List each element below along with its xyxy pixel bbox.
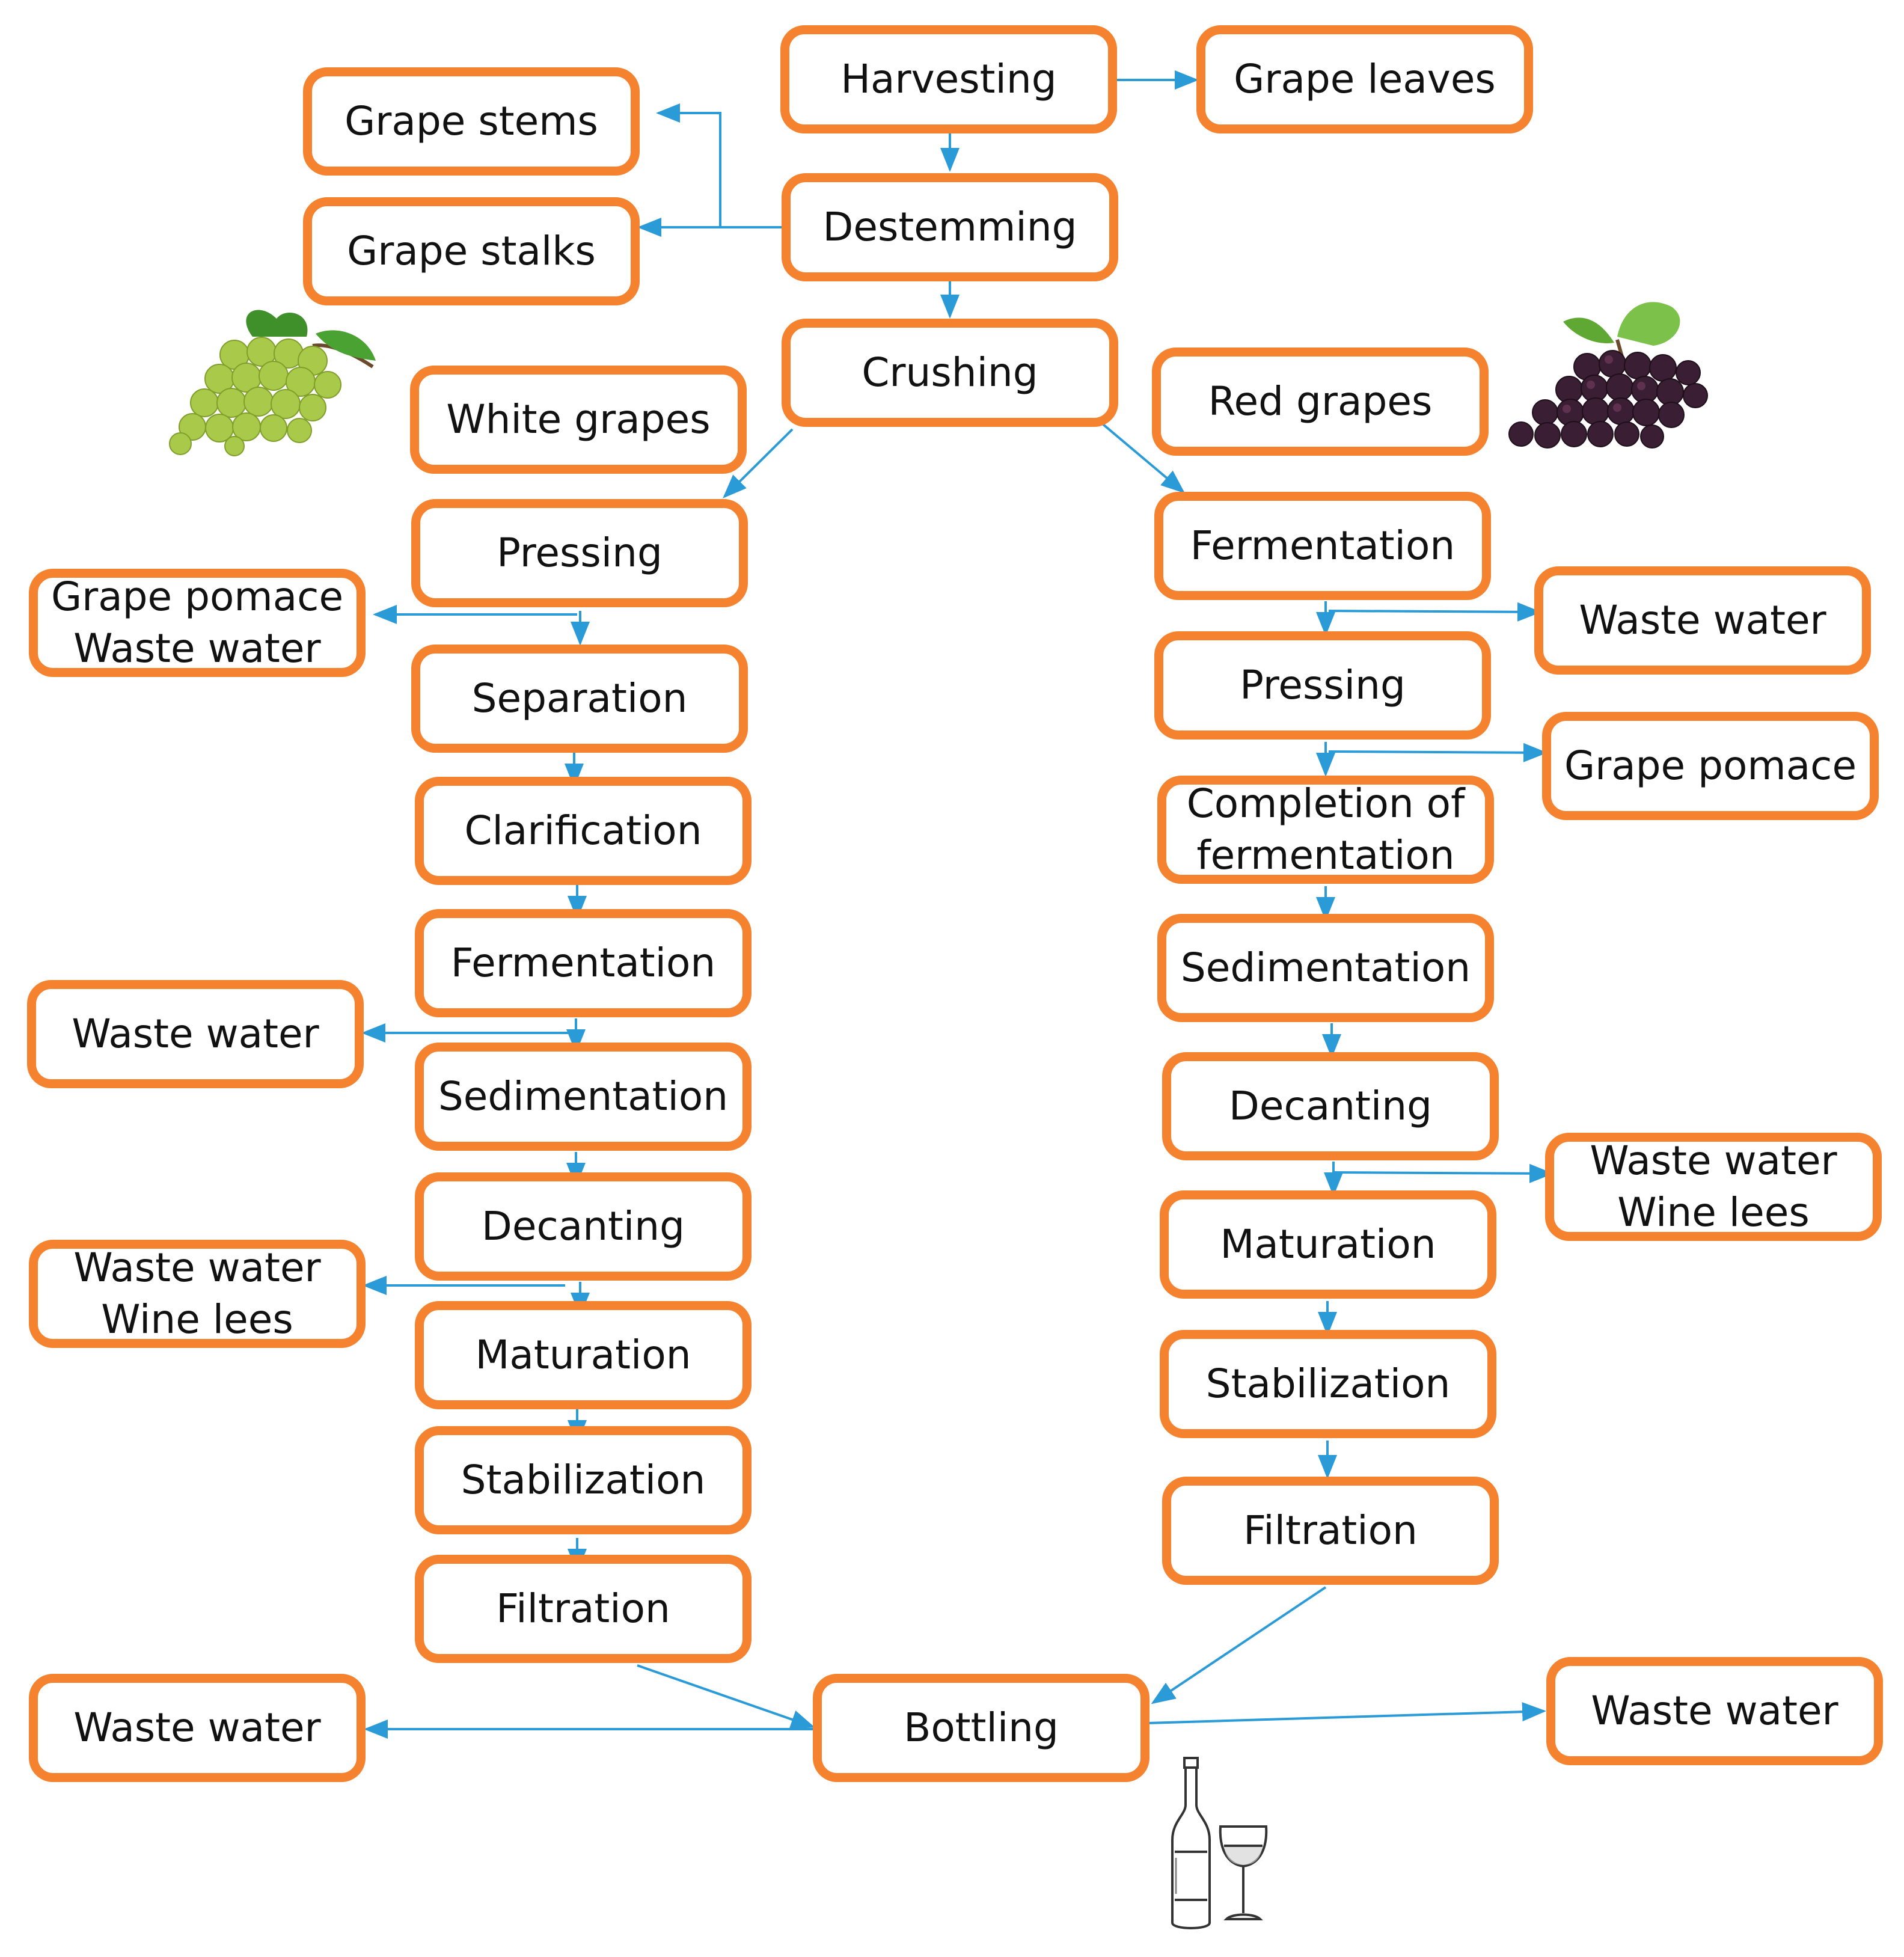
- node-w-stabilization: Stabilization: [415, 1426, 751, 1534]
- arrow-r-filtration-to-bottling: [1151, 1586, 1327, 1704]
- node-r-stabilization: Stabilization: [1160, 1330, 1496, 1438]
- node-r-decanting: Decanting: [1162, 1052, 1499, 1160]
- node-w-waste-water-1: Waste water: [27, 980, 364, 1088]
- arrow-destemming-to-grape-stems: [656, 103, 721, 227]
- node-w-filtration: Filtration: [415, 1555, 751, 1663]
- node-r-maturation: Maturation: [1160, 1190, 1496, 1299]
- node-w-maturation: Maturation: [415, 1301, 751, 1409]
- arrow-r-pressing-to-grape-pomace: [1328, 743, 1547, 762]
- node-w-separation: Separation: [411, 645, 748, 753]
- arrow-bottling-to-r-waste: [1146, 1702, 1546, 1724]
- node-w-clarification: Clarification: [415, 777, 751, 885]
- node-r-pressing: Pressing: [1154, 631, 1491, 740]
- arrow-crushing-to-white-pressing: [723, 428, 794, 498]
- node-red-grapes: Red grapes: [1152, 348, 1489, 456]
- arrow-crushing-to-red-fermentation: [1102, 423, 1186, 494]
- arrow-r-fermentation-to-waste: [1328, 602, 1541, 622]
- node-w-pressing: Pressing: [411, 499, 748, 607]
- node-r-fermentation: Fermentation: [1154, 492, 1491, 600]
- node-r-waste-water-wine-lees: Waste water Wine lees: [1545, 1133, 1882, 1241]
- node-r-grape-pomace: Grape pomace: [1542, 712, 1879, 820]
- node-r-sedimentation: Sedimentation: [1157, 914, 1494, 1022]
- node-w-waste-water-2: Waste water: [29, 1674, 366, 1782]
- node-w-waste-water-wine-lees: Waste water Wine lees: [29, 1240, 366, 1348]
- node-w-grape-pomace-waste-water: Grape pomace Waste water: [29, 569, 366, 677]
- node-r-completion-of-fermentation: Completion of fermentation: [1157, 776, 1494, 884]
- node-grape-stalks: Grape stalks: [303, 197, 640, 305]
- wine-bottle-and-glass-icon: [1171, 1757, 1268, 1929]
- arrow-w-filtration-to-bottling: [637, 1664, 815, 1729]
- green-grape-cluster-icon: [169, 310, 376, 456]
- node-w-fermentation: Fermentation: [415, 909, 751, 1017]
- red-grape-cluster-icon: [1508, 302, 1708, 449]
- arrow-r-decanting-to-waste-lees: [1334, 1163, 1554, 1183]
- node-w-decanting: Decanting: [415, 1172, 751, 1281]
- node-r-filtration: Filtration: [1162, 1477, 1499, 1585]
- node-r-waste-water-2: Waste water: [1546, 1657, 1883, 1765]
- node-grape-stems: Grape stems: [303, 67, 640, 176]
- node-w-sedimentation: Sedimentation: [415, 1043, 751, 1151]
- node-harvesting: Harvesting: [780, 25, 1117, 133]
- node-white-grapes: White grapes: [410, 366, 747, 474]
- node-crushing: Crushing: [782, 319, 1118, 427]
- node-bottling: Bottling: [813, 1674, 1149, 1782]
- node-r-waste-water-1: Waste water: [1534, 566, 1871, 675]
- node-destemming: Destemming: [782, 173, 1118, 281]
- node-grape-leaves: Grape leaves: [1196, 25, 1533, 133]
